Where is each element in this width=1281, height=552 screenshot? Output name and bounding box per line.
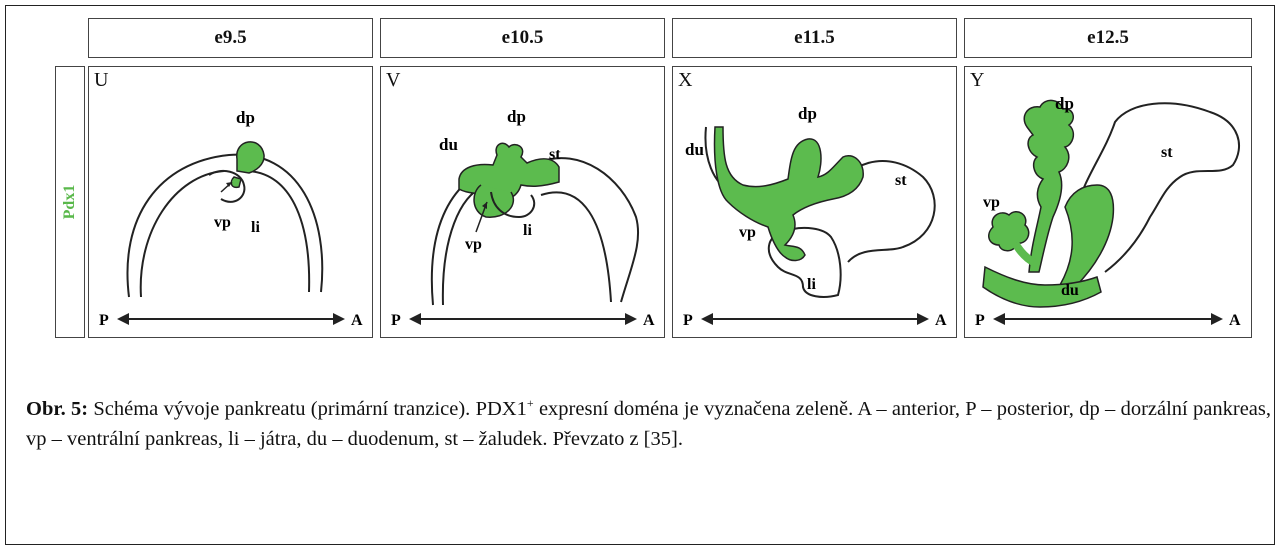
label-li: li — [807, 276, 816, 293]
label-vp: vp — [739, 224, 756, 241]
label-st: st — [895, 172, 907, 189]
panel-letter: X — [678, 69, 692, 92]
label-dp: dp — [798, 104, 817, 123]
label-vp: vp — [465, 236, 482, 253]
panel-v-drawing: dp du st vp li P A — [381, 67, 666, 339]
figure-caption: Obr. 5: Schéma vývoje pankreatu (primárn… — [26, 388, 1271, 454]
stage-header-e11-5: e11.5 — [672, 18, 957, 58]
stage-header-e12-5: e12.5 — [964, 18, 1252, 58]
panel-u: dp vp li P A U — [88, 66, 373, 338]
label-dp: dp — [1055, 94, 1074, 113]
pdx1-side-label-box: Pdx1 — [55, 66, 85, 338]
label-li: li — [251, 219, 260, 236]
label-st: st — [549, 146, 561, 163]
label-du: du — [685, 140, 704, 159]
figure-frame: e9.5 e10.5 e11.5 e12.5 Pdx1 dp vp li — [5, 5, 1275, 545]
panel-letter: U — [94, 69, 108, 92]
panel-u-drawing: dp vp li P A — [89, 67, 374, 339]
label-dp: dp — [236, 108, 255, 127]
caption-text-start: Schéma vývoje pankreatu (primární tranzi… — [88, 398, 527, 420]
label-li: li — [523, 222, 532, 239]
caption-sup: + — [527, 396, 534, 410]
caption-label: Obr. 5: — [26, 398, 88, 420]
axis-p: P — [975, 312, 985, 329]
panel-letter: Y — [970, 69, 984, 92]
axis-p: P — [683, 312, 693, 329]
panel-x-drawing: dp du st vp li P A — [673, 67, 958, 339]
panel-letter: V — [386, 69, 400, 92]
label-du: du — [1061, 282, 1079, 299]
axis-a: A — [1229, 312, 1241, 329]
label-dp: dp — [507, 107, 526, 126]
axis-p: P — [99, 312, 109, 329]
label-du: du — [439, 135, 458, 154]
pdx1-side-label: Pdx1 — [61, 185, 79, 220]
stage-header-e10-5: e10.5 — [380, 18, 665, 58]
panel-y-drawing: dp st vp du P A — [965, 67, 1253, 339]
panel-x: dp du st vp li P A X — [672, 66, 957, 338]
panel-y: dp st vp du P A Y — [964, 66, 1252, 338]
label-st: st — [1161, 144, 1173, 161]
axis-a: A — [351, 312, 363, 329]
axis-p: P — [391, 312, 401, 329]
axis-a: A — [643, 312, 655, 329]
stage-header-e9-5: e9.5 — [88, 18, 373, 58]
panel-v: dp du st vp li P A V — [380, 66, 665, 338]
axis-a: A — [935, 312, 947, 329]
label-vp: vp — [214, 214, 231, 231]
label-vp: vp — [983, 194, 1000, 211]
